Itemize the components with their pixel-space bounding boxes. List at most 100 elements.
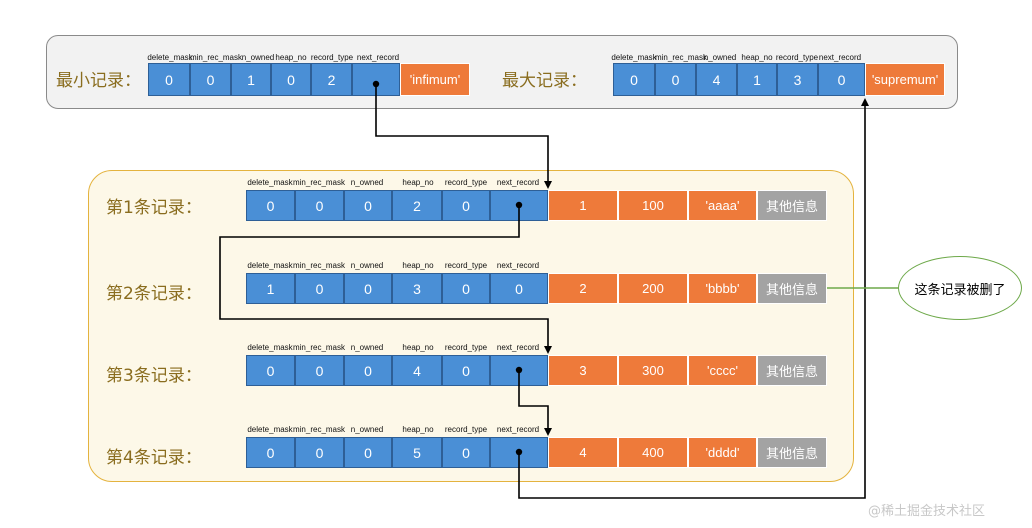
record-3-label: 第3条记录：: [106, 366, 202, 386]
record-2-cell-min-rec-mask: 0: [295, 273, 344, 304]
record-4-header-heap-no: heap_no: [402, 425, 434, 434]
record-4-cell-heap-no: 5: [392, 437, 442, 468]
record-3-other-info: 其他信息: [757, 355, 827, 386]
infimum-cell-record-type: 2: [311, 63, 352, 96]
infimum-header-n-owned: n_owned: [241, 53, 275, 62]
record-4-data-id: 4: [548, 437, 618, 468]
record-2-cell-record-type: 0: [442, 273, 490, 304]
record-4-header-min-rec-mask: min_rec_mask: [292, 425, 346, 434]
link-infimum-to-record-1: [375, 84, 552, 189]
record-3-header-min-rec-mask: min_rec_mask: [292, 343, 346, 352]
record-3-cell-record-type: 0: [442, 355, 490, 386]
record-2-header-record-type: record_type: [444, 261, 488, 270]
supremum-header-next-record: next_record: [818, 53, 862, 62]
supremum-cell-delete-mask: 0: [613, 63, 655, 96]
user-records-panel: [88, 170, 854, 482]
record-2-cell-heap-no: 3: [392, 273, 442, 304]
record-4-other-info: 其他信息: [757, 437, 827, 468]
pointer-dot-record-1: [515, 201, 523, 209]
record-1-data-string: 'aaaa': [688, 190, 757, 221]
record-1-data-id: 1: [548, 190, 618, 221]
record-4-header-record-type: record_type: [444, 425, 488, 434]
record-3-cell-n-owned: 0: [344, 355, 392, 386]
record-1-header-min-rec-mask: min_rec_mask: [292, 178, 346, 187]
record-1-header-n-owned: n_owned: [350, 178, 384, 187]
supremum-cell-min-rec-mask: 0: [655, 63, 696, 96]
record-4-header-n-owned: n_owned: [350, 425, 384, 434]
infimum-cell-delete-mask: 0: [148, 63, 190, 96]
record-1-header-delete-mask: delete_mask: [247, 178, 293, 187]
record-4-data-value: 400: [618, 437, 688, 468]
record-1-data-value: 100: [618, 190, 688, 221]
record-2-header-delete-mask: delete_mask: [247, 261, 293, 270]
link-record-1-to-record-3: [219, 205, 552, 354]
record-2-data-value: 200: [618, 273, 688, 304]
link-record-4-to-supremum: [518, 98, 869, 499]
record-4-cell-record-type: 0: [442, 437, 490, 468]
record-2-header-n-owned: n_owned: [350, 261, 384, 270]
record-1-cell-record-type: 0: [442, 190, 490, 221]
record-3-header-record-type: record_type: [444, 343, 488, 352]
record-1-cell-min-rec-mask: 0: [295, 190, 344, 221]
record-2-header-next-record: next_record: [496, 261, 540, 270]
record-2-other-info: 其他信息: [757, 273, 827, 304]
record-1-cell-delete-mask: 0: [246, 190, 295, 221]
supremum-cell-next-record: 0: [818, 63, 865, 96]
record-2-header-min-rec-mask: min_rec_mask: [292, 261, 346, 270]
pointer-dot-infimum: [372, 80, 380, 88]
record-1-other-info: 其他信息: [757, 190, 827, 221]
supremum-header-delete-mask: delete_mask: [611, 53, 657, 62]
record-3-data-string: 'cccc': [688, 355, 757, 386]
link-record-3-to-record-4: [518, 370, 552, 436]
record-3-cell-min-rec-mask: 0: [295, 355, 344, 386]
infimum-name-cell: 'infimum': [400, 63, 470, 96]
record-2-label: 第2条记录：: [106, 284, 202, 304]
infimum-cell-n-owned: 1: [231, 63, 271, 96]
record-2-data-id: 2: [548, 273, 618, 304]
watermark: @稀土掘金技术社区: [868, 504, 986, 519]
record-4-cell-min-rec-mask: 0: [295, 437, 344, 468]
record-1-label: 第1条记录：: [106, 198, 202, 218]
record-2-cell-next-record: 0: [490, 273, 548, 304]
record-3-header-delete-mask: delete_mask: [247, 343, 293, 352]
record-4-label: 第4条记录：: [106, 448, 202, 468]
record-3-header-next-record: next_record: [496, 343, 540, 352]
record-1-cell-heap-no: 2: [392, 190, 442, 221]
supremum-header-heap-no: heap_no: [741, 53, 773, 62]
record-1-header-record-type: record_type: [444, 178, 488, 187]
supremum-label: 最大记录：: [502, 71, 587, 91]
supremum-cell-n-owned: 4: [696, 63, 737, 96]
infimum-cell-heap-no: 0: [271, 63, 311, 96]
infimum-header-next-record: next_record: [356, 53, 400, 62]
record-1-cell-n-owned: 0: [344, 190, 392, 221]
record-3-cell-heap-no: 4: [392, 355, 442, 386]
supremum-name-cell: 'supremum': [865, 63, 945, 96]
infimum-header-delete-mask: delete_mask: [147, 53, 193, 62]
record-3-header-n-owned: n_owned: [350, 343, 384, 352]
record-2-cell-n-owned: 0: [344, 273, 392, 304]
supremum-cell-record-type: 3: [777, 63, 818, 96]
infimum-label: 最小记录：: [56, 71, 141, 91]
supremum-header-record-type: record_type: [775, 53, 819, 62]
record-4-cell-delete-mask: 0: [246, 437, 295, 468]
supremum-header-n-owned: n_owned: [703, 53, 737, 62]
record-3-data-id: 3: [548, 355, 618, 386]
record-4-cell-n-owned: 0: [344, 437, 392, 468]
infimum-header-min-rec-mask: min_rec_mask: [189, 53, 243, 62]
record-3-cell-delete-mask: 0: [246, 355, 295, 386]
supremum-header-min-rec-mask: min_rec_mask: [654, 53, 708, 62]
record-2-header-heap-no: heap_no: [402, 261, 434, 270]
record-2-data-string: 'bbbb': [688, 273, 757, 304]
supremum-cell-heap-no: 1: [737, 63, 777, 96]
record-3-header-heap-no: heap_no: [402, 343, 434, 352]
record-2-cell-delete-mask: 1: [246, 273, 295, 304]
infimum-header-heap-no: heap_no: [275, 53, 307, 62]
record-4-header-delete-mask: delete_mask: [247, 425, 293, 434]
deleted-record-callout: 这条记录被删了: [898, 256, 1022, 320]
record-4-data-string: 'dddd': [688, 437, 757, 468]
record-4-header-next-record: next_record: [496, 425, 540, 434]
pointer-dot-record-3: [515, 366, 523, 374]
infimum-cell-min-rec-mask: 0: [190, 63, 231, 96]
record-1-header-heap-no: heap_no: [402, 178, 434, 187]
